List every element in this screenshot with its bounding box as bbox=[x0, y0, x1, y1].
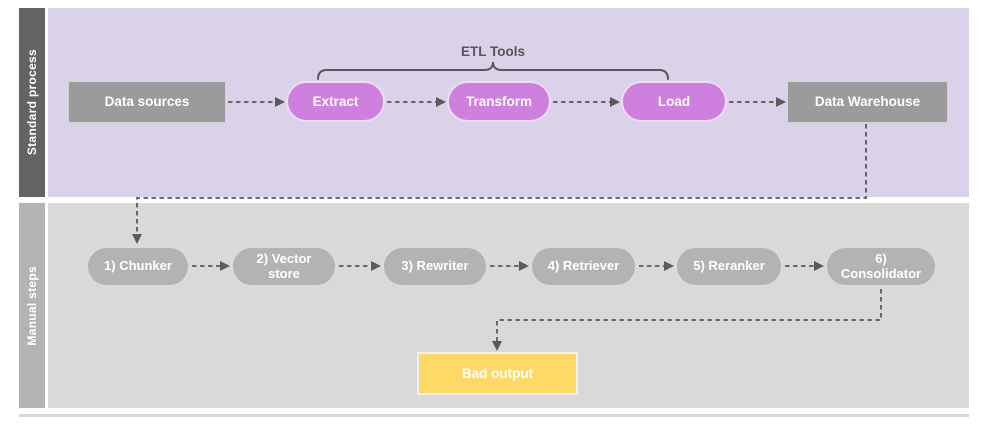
lane-standard-process-title: Standard process bbox=[25, 49, 39, 156]
node-extract: Extract bbox=[286, 81, 385, 122]
etl-tools-label: ETL Tools bbox=[461, 44, 525, 59]
node-transform: Transform bbox=[447, 81, 551, 122]
node-bad-output: Bad output bbox=[417, 352, 578, 395]
bottom-divider bbox=[19, 414, 969, 417]
node-data-sources: Data sources bbox=[68, 81, 226, 123]
node-vector-store: 2) Vector store bbox=[231, 246, 337, 287]
node-retriever: 4) Retriever bbox=[530, 246, 637, 287]
node-reranker: 5) Reranker bbox=[675, 246, 783, 287]
node-load: Load bbox=[621, 81, 727, 122]
lane-manual-steps-title: Manual steps bbox=[25, 265, 39, 346]
node-chunker: 1) Chunker bbox=[86, 246, 190, 287]
node-data-warehouse: Data Warehouse bbox=[787, 81, 948, 123]
node-consolidator: 6) Consolidator bbox=[825, 246, 937, 287]
node-rewriter: 3) Rewriter bbox=[382, 246, 488, 287]
lane-standard-process-header: Standard process bbox=[19, 8, 45, 197]
lane-manual-steps-header: Manual steps bbox=[19, 203, 45, 408]
